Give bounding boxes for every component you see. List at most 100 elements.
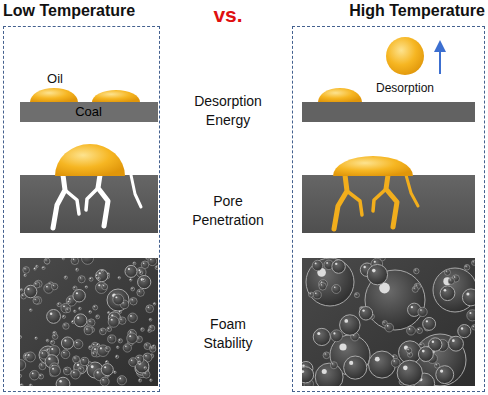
foam-bubble — [418, 347, 433, 362]
foam-bubble — [20, 374, 22, 377]
foam-bubble — [149, 318, 152, 321]
foam-bubble — [74, 340, 83, 349]
foam-bubble — [323, 352, 330, 359]
foam-bubble — [49, 365, 60, 376]
foam-bubble — [30, 370, 40, 380]
foam-bubble — [130, 298, 137, 305]
foam-bubble — [139, 271, 142, 274]
foam-bubble — [332, 260, 345, 273]
coal-slab — [302, 102, 475, 122]
foam-bubble — [20, 336, 22, 339]
foam-bubble — [100, 377, 109, 386]
foam-bubbles — [302, 258, 475, 386]
foam-bubble — [61, 303, 70, 312]
foam-bubble — [93, 305, 98, 310]
foam-bubble — [382, 321, 387, 326]
foam-bubble — [23, 267, 30, 274]
foam-bubble — [44, 258, 50, 264]
foam-bubble — [73, 356, 80, 363]
foam-bubble — [46, 339, 49, 342]
foam-bubble — [24, 285, 37, 298]
foam-bubble — [330, 362, 337, 369]
foam-bubble — [423, 317, 436, 330]
foam-bubble — [34, 296, 42, 304]
foam-bubble — [50, 340, 54, 344]
foam-bubble — [56, 377, 70, 386]
oil-droplet — [386, 37, 424, 75]
foam-bubble — [440, 286, 455, 301]
foam-bubble — [340, 315, 360, 335]
foam-bubble — [315, 363, 343, 386]
foam-bubble — [114, 371, 116, 373]
panel-heading: High Temperature — [349, 2, 485, 20]
coal-slab: Coal — [20, 102, 158, 122]
foam-bubble — [344, 356, 367, 379]
foam-bubble — [61, 337, 73, 349]
oil-label: Oil — [38, 70, 72, 88]
foam-bubble — [71, 370, 80, 379]
foam-bubbles — [20, 258, 158, 386]
foam-bubble — [119, 311, 122, 314]
foam-bubble — [354, 293, 359, 298]
foam-bubble — [129, 358, 138, 367]
foam-bubble — [62, 315, 65, 318]
foam-bubble — [68, 301, 71, 304]
desorption-label: Desorption — [365, 80, 445, 96]
foam-bubble — [367, 264, 387, 284]
foam-bubble — [113, 294, 124, 305]
foam-bubble — [96, 315, 100, 319]
foam-bubble — [148, 258, 157, 266]
foam-bubble — [133, 262, 136, 265]
foam-bubble — [407, 326, 416, 335]
foam-bubble — [78, 276, 85, 283]
foam-bubble — [472, 260, 475, 265]
foam-bubble — [108, 335, 116, 343]
foam-bubble — [436, 366, 454, 384]
desorption-arrow — [439, 46, 441, 74]
foam-bubble — [107, 289, 129, 311]
foam-bubble — [448, 278, 454, 284]
foam-bubble — [47, 309, 61, 323]
foam-bubble — [64, 276, 67, 279]
foam-bubble — [128, 313, 137, 322]
foam-bubble — [34, 268, 36, 270]
foam-bubble — [418, 307, 427, 316]
foam-bubble — [152, 345, 155, 348]
foam-bubble — [123, 344, 131, 352]
foam-bubble — [97, 277, 100, 280]
foam-bubble — [127, 333, 138, 344]
foam-bubble — [141, 261, 149, 269]
foam-bubble — [35, 337, 37, 339]
foam-bubble — [448, 336, 463, 351]
foam-bubble — [20, 384, 23, 386]
foam-photo — [20, 258, 158, 386]
foam-bubble — [20, 360, 26, 371]
foam-bubble — [105, 361, 108, 364]
foam-bubble — [63, 367, 71, 375]
foam-bubble — [146, 305, 154, 313]
foam-bubble — [84, 325, 93, 334]
foam-bubble — [406, 348, 411, 353]
foam-bubble — [137, 289, 144, 296]
foam-bubble — [417, 328, 423, 334]
foam-bubble — [73, 290, 85, 302]
foam-bubble — [155, 266, 158, 270]
row-label: Desorption Energy — [186, 92, 270, 130]
foam-bubble — [105, 346, 110, 351]
foam-bubble — [29, 309, 32, 312]
oil-droplet — [55, 144, 125, 176]
foam-bubble — [138, 379, 141, 382]
foam-bubble — [101, 270, 103, 272]
coal-slab — [20, 175, 158, 233]
foam-bubble — [24, 274, 26, 276]
foam-bubble — [107, 327, 112, 332]
foam-bubble — [138, 361, 141, 364]
foam-bubble — [71, 258, 79, 265]
foam-bubble — [89, 346, 93, 350]
foam-bubble — [313, 328, 330, 345]
foam-bubble — [42, 266, 45, 269]
foam-bubble — [302, 367, 314, 383]
row-label: Foam Stability — [186, 315, 270, 353]
foam-bubble — [107, 273, 109, 275]
foam-bubble — [76, 268, 79, 271]
